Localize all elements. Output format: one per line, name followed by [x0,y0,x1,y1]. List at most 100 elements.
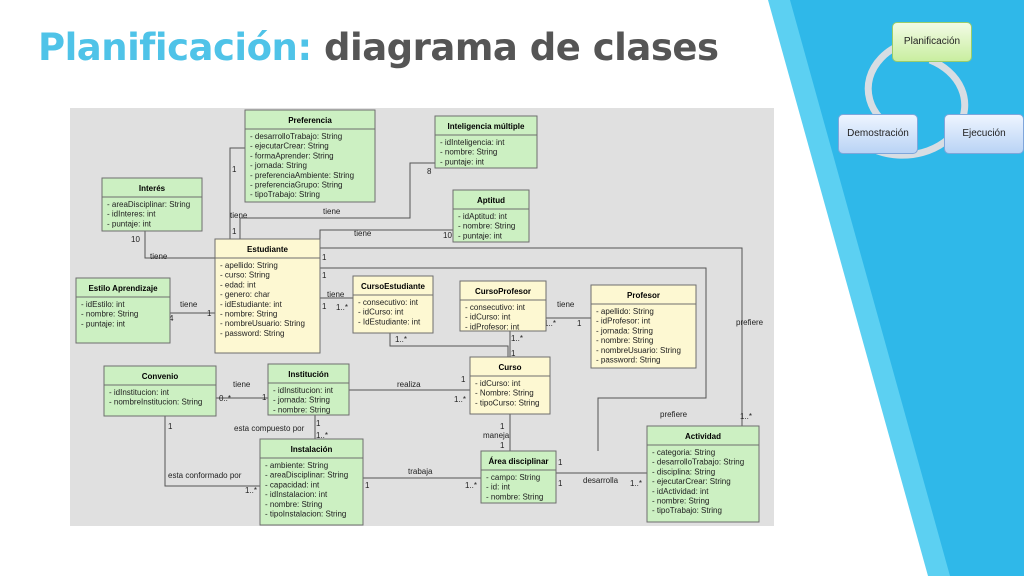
class-cursoEst: CursoEstudiante- consecutivo: int- idCur… [352,275,434,334]
cycle-node-demostracion: Demostración [838,114,918,154]
class-attribute: - disciplina: String [652,467,715,476]
class-attribute: - id: int [486,483,511,492]
class-attribute: - nombre: String [220,310,277,319]
class-name: Estilo Aprendizaje [88,284,158,293]
class-estilo: Estilo Aprendizaje- idEstilo: int- nombr… [75,277,171,344]
class-attribute: - nombre: String [486,492,543,501]
class-attribute: - idInteligencia: int [440,138,505,147]
mult-intel-8: 8 [427,167,432,176]
class-attribute: - idCurso: int [475,379,521,388]
cycle-node-ejecucion: Ejecución [944,114,1024,154]
class-attribute: - tipoTrabajo: String [652,506,722,515]
class-instalacion: Instalación- ambiente: String- areaDisci… [259,438,364,526]
class-name: CursoEstudiante [361,282,426,291]
line-estudiante-interes [144,231,215,259]
class-attribute: - jornada: String [273,396,330,405]
mult-area-1b: 1 [558,458,563,467]
mult-cursoest-1n-b: 1..* [395,335,407,344]
class-attribute: - nombre: String [273,405,330,414]
class-aptitud: Aptitud- idAptitud: int- nombre: String-… [452,189,530,243]
multiplicity-labels: 1 1 8 10 10 1 1 1 1 4 1 1..* 1..* 1..* 1… [131,165,752,495]
mult-curso-1n: 1..* [454,395,466,404]
class-attribute: - preferenciaAmbiente: String [250,171,354,180]
line-estudiante-actividad [320,247,743,426]
class-profesor: Profesor- apellido: String- idProfesor: … [590,284,697,369]
label-realiza: realiza [397,380,421,389]
class-attribute: - apellido: String [596,307,654,316]
class-attribute: - capacidad: int [265,480,320,489]
class-name: Interés [139,184,166,193]
class-attribute: - idActividad: int [652,487,709,496]
class-attribute: - areaDisciplinar: String [265,471,348,480]
class-actividad: Actividad- categoria: String- desarrollo… [646,425,760,523]
class-attribute: - desarrolloTrabajo: String [250,132,342,141]
class-name: Área disciplinar [488,457,548,466]
class-name: Actividad [685,432,721,441]
slide-title: Planificación: diagrama de clases [38,26,719,69]
mult-cursoest-1n: 1..* [336,303,348,312]
class-attribute: - nombre: String [440,148,497,157]
label-tiene-interes: tiene [150,252,168,261]
class-attribute: - curso: String [220,271,270,280]
mult-instal-1n: 1..* [316,431,328,440]
class-attribute: - idInstitucion: int [109,388,170,397]
mult-curso-1: 1 [511,349,516,358]
mult-area-1c: 1 [558,479,563,488]
class-box [452,189,530,243]
class-attribute: - idCurso: int [465,313,511,322]
cycle-node-planificacion: Planificación [892,22,972,62]
class-box [480,450,557,504]
class-name: Institución [288,370,329,379]
mult-area-1n: 1..* [465,481,477,490]
mult-cursoprof-1n-c: 1..* [544,319,556,328]
class-name: CursoProfesor [475,287,531,296]
class-attribute: - formaAprender: String [250,151,334,160]
label-tiene-aptitud: tiene [354,229,372,238]
class-attribute: - nombreUsuario: String [596,346,681,355]
class-diagram: tiene tiene tiene tiene tiene tiene tien… [70,108,774,526]
class-cursoProf: CursoProfesor- consecutivo: int- idCurso… [459,280,547,332]
class-box [267,363,350,416]
class-box [434,115,538,169]
class-attribute: - tipoInstalacion: String [265,510,346,519]
class-box [590,284,697,369]
class-attribute: - nombre: String [81,310,138,319]
class-attribute: - edad: int [220,280,256,289]
line-estudiante-preferencia [229,147,245,239]
class-attribute: - campo: String [486,473,540,482]
class-attribute: - Nombre: String [475,389,534,398]
mult-estilo-4: 4 [169,314,174,323]
class-attribute: - ambiente: String [265,461,328,470]
class-box [259,438,364,526]
class-name: Inteligencia múltiple [448,122,525,131]
label-maneja: maneja [483,431,510,440]
class-box [244,109,376,203]
label-tiene-cursoest: tiene [327,290,345,299]
class-attribute: - nombreUsuario: String [220,319,305,328]
class-name: Aptitud [477,196,505,205]
mult-estu-1b: 1 [322,253,327,262]
mult-profesor-1: 1 [577,319,582,328]
mult-actividad-1n: 1..* [630,479,642,488]
mult-inst-1: 1 [262,393,267,402]
class-box [75,277,171,344]
class-attribute: - idInteres: int [107,210,156,219]
class-attribute: - tipoTrabajo: String [250,190,320,199]
slide-title-highlight: Planificación: [38,26,312,69]
class-attribute: - idCurso: int [358,308,404,317]
class-box [459,280,547,332]
class-box [646,425,760,523]
mult-curso-1c: 1 [500,422,505,431]
label-trabaja: trabaja [408,467,433,476]
label-prefiere-actividad: prefiere [736,318,764,327]
class-attribute: - ejecutarCrear: String [652,477,731,486]
class-attribute: - password: String [596,356,660,365]
class-attribute: - idEstudiante: int [220,300,283,309]
mult-aptitud-10: 10 [443,231,452,240]
class-box [103,365,217,417]
class-attribute: - puntaje: int [107,219,152,228]
label-desarrolla: desarrolla [583,476,619,485]
class-interes: Interés- areaDisciplinar: String- idInte… [101,177,203,232]
line-estudiante-area [320,267,707,451]
mult-pref: 1 [232,227,237,236]
